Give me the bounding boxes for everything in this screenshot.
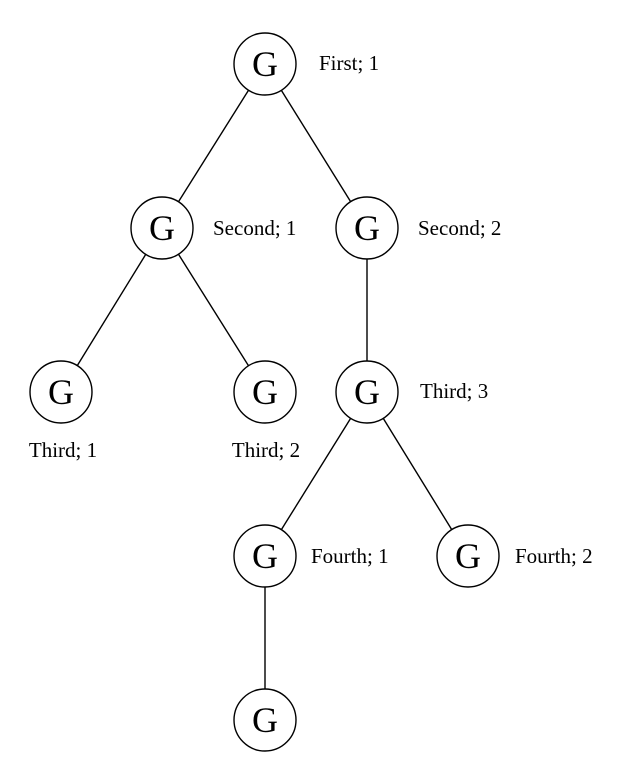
edge-n1-n3 bbox=[280, 89, 352, 203]
edges-layer bbox=[76, 89, 453, 689]
node-label: Third; 1 bbox=[29, 438, 97, 462]
tree-node-n8: G Fourth; 2 bbox=[436, 524, 593, 588]
node-letter: G bbox=[252, 372, 278, 412]
node-label: Second; 2 bbox=[418, 216, 501, 240]
tree-node-n3: G Second; 2 bbox=[335, 196, 501, 260]
node-circle bbox=[436, 524, 500, 588]
node-letter: G bbox=[455, 536, 481, 576]
node-label: Fourth; 1 bbox=[311, 544, 389, 568]
edge-n1-n2 bbox=[177, 89, 250, 203]
edge-n6-n8 bbox=[382, 418, 453, 530]
node-letter: G bbox=[48, 372, 74, 412]
node-label: Second; 1 bbox=[213, 216, 296, 240]
node-circle bbox=[29, 360, 93, 424]
node-letter: G bbox=[252, 536, 278, 576]
node-circle bbox=[233, 688, 297, 752]
node-letter: G bbox=[252, 700, 278, 740]
node-circle bbox=[130, 196, 194, 260]
node-circle bbox=[335, 196, 399, 260]
tree-node-n2: G Second; 1 bbox=[130, 196, 296, 260]
tree-node-n7: G Fourth; 1 bbox=[233, 524, 389, 588]
node-circle bbox=[233, 32, 297, 96]
node-letter: G bbox=[354, 372, 380, 412]
node-letter: G bbox=[354, 208, 380, 248]
node-label: First; 1 bbox=[319, 51, 379, 75]
node-circle bbox=[233, 360, 297, 424]
node-letter: G bbox=[149, 208, 175, 248]
node-letter: G bbox=[252, 44, 278, 84]
nodes-layer: G First; 1 G Second; 1 G Second; 2 G Third; 1 G T… bbox=[29, 32, 593, 752]
tree-node-n6: G Third; 3 bbox=[335, 360, 488, 424]
edge-n2-n4 bbox=[76, 254, 147, 366]
tree-node-n5: G Third; 2 bbox=[232, 360, 300, 462]
node-circle bbox=[335, 360, 399, 424]
edge-n6-n7 bbox=[280, 417, 352, 531]
node-circle bbox=[233, 524, 297, 588]
edge-n2-n5 bbox=[177, 253, 250, 367]
node-label: Fourth; 2 bbox=[515, 544, 593, 568]
tree-node-n9: G bbox=[233, 688, 297, 752]
node-label: Third; 2 bbox=[232, 438, 300, 462]
tree-node-n4: G Third; 1 bbox=[29, 360, 97, 462]
tree-node-n1: G First; 1 bbox=[233, 32, 379, 96]
node-label: Third; 3 bbox=[420, 379, 488, 403]
